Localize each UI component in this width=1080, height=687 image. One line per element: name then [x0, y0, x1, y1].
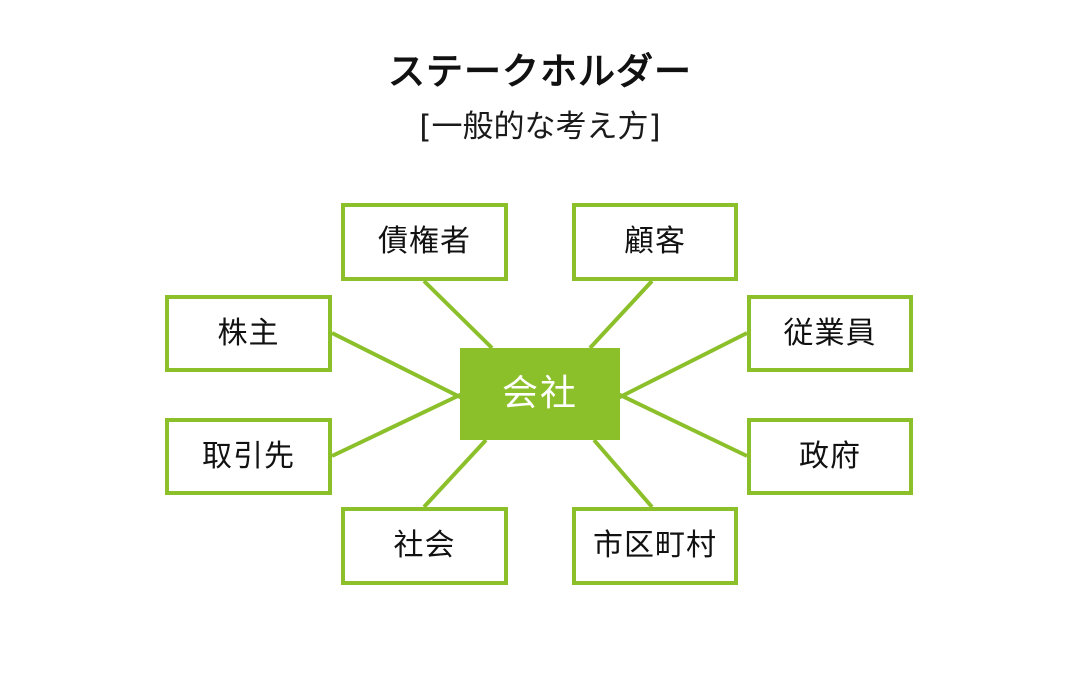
node-government[interactable]: 政府 [747, 418, 913, 495]
node-society[interactable]: 社会 [341, 507, 508, 585]
node-suppliers[interactable]: 取引先 [165, 418, 332, 495]
node-label-customers: 顧客 [624, 224, 686, 259]
node-label-creditors: 債権者 [378, 224, 471, 259]
connector-society-to-company [422, 438, 488, 509]
node-shareholders[interactable]: 株主 [165, 295, 332, 372]
connector-creditors-to-company [422, 279, 494, 350]
center-node-company[interactable]: 会社 [460, 348, 620, 440]
node-label-suppliers: 取引先 [202, 438, 295, 474]
connector-shareholders-to-company [331, 331, 463, 400]
connector-municipality-to-company [592, 438, 654, 509]
node-creditors[interactable]: 債権者 [341, 203, 508, 281]
connector-suppliers-to-company [331, 392, 463, 458]
node-label-shareholders: 株主 [217, 315, 280, 351]
connector-government-to-company [617, 392, 748, 458]
node-label-society: 社会 [393, 528, 456, 563]
node-municipality[interactable]: 市区町村 [572, 507, 738, 585]
page-title: ステークホルダー [388, 50, 692, 93]
connector-customers-to-company [588, 279, 654, 350]
node-label-company: 会社 [501, 373, 578, 414]
connector-employees-to-company [617, 331, 748, 400]
node-label-municipality: 市区町村 [593, 528, 717, 563]
node-label-employees: 従業員 [783, 315, 877, 351]
page-subtitle: [一般的な考え方] [419, 109, 661, 145]
node-employees[interactable]: 従業員 [747, 295, 913, 372]
node-label-government: 政府 [799, 438, 861, 474]
node-customers[interactable]: 顧客 [572, 203, 738, 281]
